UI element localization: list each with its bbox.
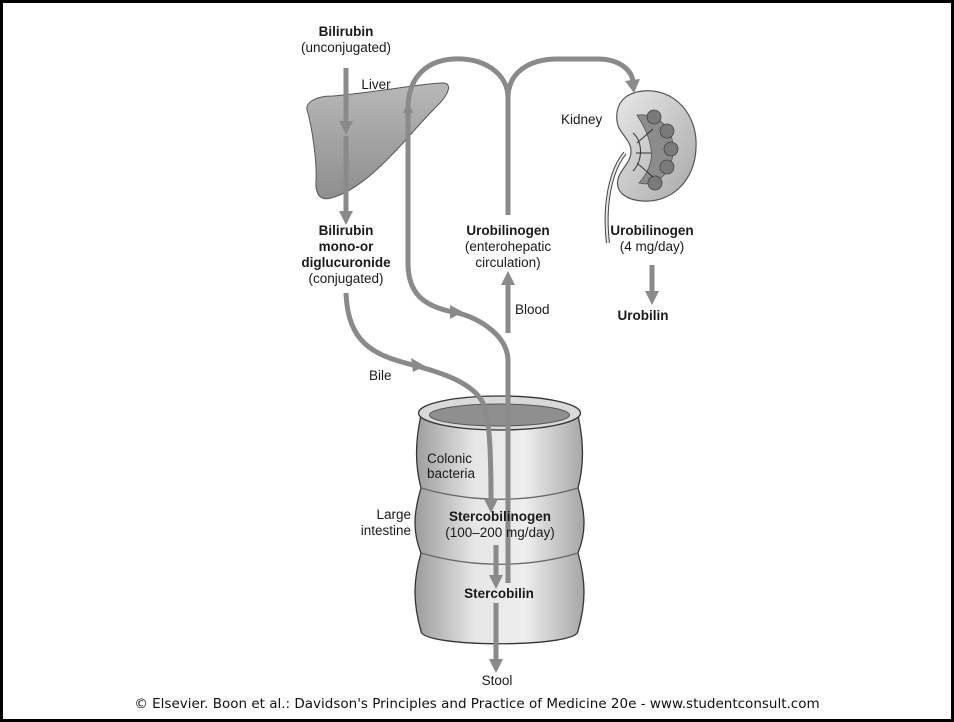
label-bacteria: bacteria [427,466,476,481]
arrow-to-kidney [508,59,633,98]
label-stercobilinogen-rate: (100–200 mg/day) [445,525,555,540]
copyright-caption: © Elsevier. Boon et al.: Davidson's Prin… [3,696,951,712]
label-conjugated: (conjugated) [308,271,383,286]
label-bilirubin: Bilirubin [319,24,374,39]
label-bile: Bile [369,368,392,383]
label-kidney: Kidney [561,112,603,127]
label-urobilinogen-rate: (4 mg/day) [620,239,685,254]
figure-frame: Bilirubin (unconjugated) Liver Bilirubin… [3,3,951,719]
label-liver: Liver [361,77,391,92]
bilirubin-metabolism-diagram: Bilirubin (unconjugated) Liver Bilirubin… [3,3,951,693]
label-mono-or: mono-or [319,239,374,254]
label-intestine: intestine [361,523,411,538]
label-circulation: circulation) [475,255,540,270]
kidney-shape [607,91,697,243]
label-stercobilinogen: Stercobilinogen [449,509,551,524]
liver-shape [307,83,449,199]
label-enterohepatic: (enterohepatic [465,239,552,254]
label-urobilinogen-enterohepatic: Urobilinogen [466,223,549,238]
label-colonic: Colonic [427,451,472,466]
label-bilirubin-gluc: Bilirubin [319,223,374,238]
label-stool: Stool [482,673,513,688]
label-urobilinogen-kidney: Urobilinogen [610,223,693,238]
label-unconjugated: (unconjugated) [301,40,391,55]
label-blood: Blood [515,302,550,317]
label-diglucuronide: diglucuronide [301,255,391,270]
label-large: Large [376,507,411,522]
label-stercobilin: Stercobilin [464,586,534,601]
label-urobilin: Urobilin [618,308,669,323]
